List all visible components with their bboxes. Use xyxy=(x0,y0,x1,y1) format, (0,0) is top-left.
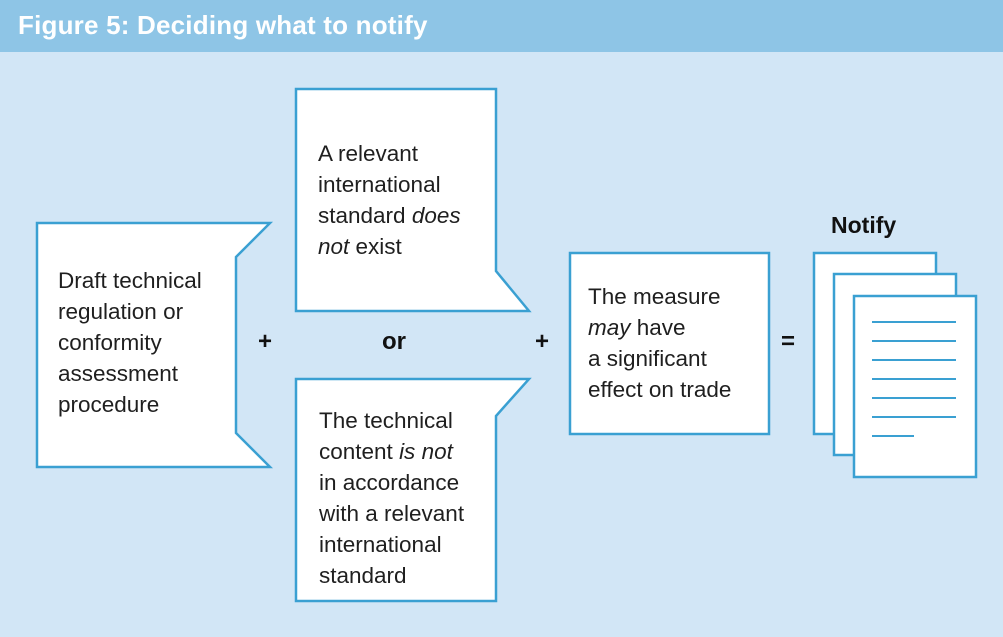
text-emphasis: not xyxy=(318,234,350,259)
no-standard-line: standard does xyxy=(318,200,461,231)
not-accordance-box xyxy=(294,377,532,603)
not-accordance-text: The technical content is not in accordan… xyxy=(319,405,464,591)
measure-text: The measure may have a significant effec… xyxy=(588,281,731,405)
draft-line: conformity xyxy=(58,330,162,355)
measure-line: The measure xyxy=(588,284,721,309)
draft-box-text: Draft technical regulation or conformity… xyxy=(58,265,202,420)
text-emphasis: is not xyxy=(399,439,453,464)
not-accordance-line: with a relevant xyxy=(319,501,465,526)
measure-line: a significant xyxy=(588,346,707,371)
text-plain: standard xyxy=(318,203,412,228)
notify-title: Notify xyxy=(831,212,897,238)
not-accordance-line: in accordance xyxy=(319,470,460,495)
measure-line: may have xyxy=(588,312,731,343)
no-standard-line: not exist xyxy=(318,231,461,262)
no-standard-box xyxy=(294,87,532,313)
text-plain: exist xyxy=(349,234,402,259)
figure-title: Figure 5: Deciding what to notify xyxy=(18,10,428,40)
figure-header: Figure 5: Deciding what to notify xyxy=(0,0,1003,52)
text-emphasis: does xyxy=(411,203,461,228)
no-standard-line: A relevant xyxy=(318,141,419,166)
document-stack-icon xyxy=(812,251,978,479)
not-accordance-line: standard xyxy=(319,563,407,588)
no-standard-text: A relevant international standard does n… xyxy=(318,138,461,262)
draft-line: Draft technical xyxy=(58,268,202,293)
plus-operator: + xyxy=(258,328,273,355)
draft-line: procedure xyxy=(58,392,160,417)
not-accordance-line: The technical xyxy=(319,408,453,433)
not-accordance-line: content is not xyxy=(319,436,464,467)
draft-box xyxy=(35,221,274,469)
draft-line: assessment xyxy=(58,361,179,386)
or-operator: or xyxy=(382,328,406,355)
no-standard-line: international xyxy=(318,172,441,197)
text-emphasis: may xyxy=(588,315,631,340)
not-accordance-line: international xyxy=(319,532,442,557)
plus-operator: + xyxy=(535,328,550,355)
text-plain: have xyxy=(630,315,686,340)
draft-line: regulation or xyxy=(58,299,184,324)
text-plain: content xyxy=(319,439,400,464)
measure-box xyxy=(568,251,771,436)
measure-line: effect on trade xyxy=(588,377,732,402)
equals-operator: = xyxy=(781,328,796,355)
